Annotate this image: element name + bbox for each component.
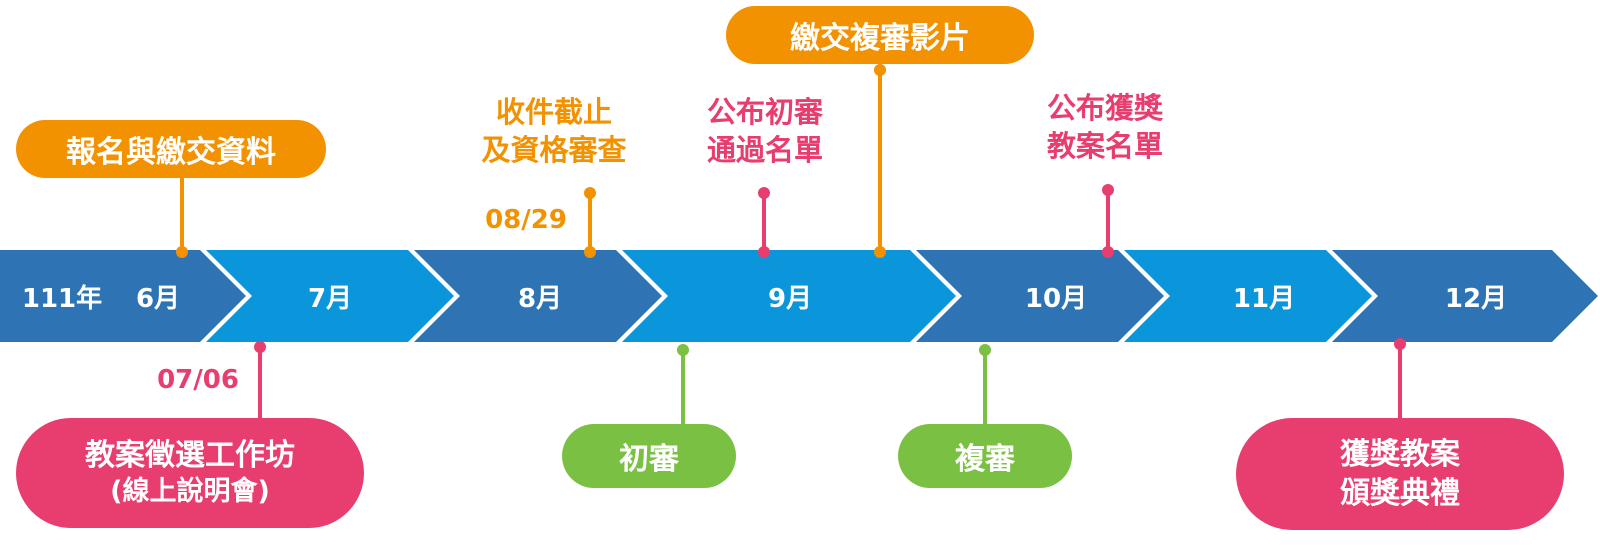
- workshop-line1: 教案徵選工作坊: [85, 438, 295, 474]
- deadline-line2: 及資格審查: [481, 132, 627, 167]
- workshop-date: 07/06: [157, 365, 239, 395]
- month-arrows: [0, 250, 1598, 342]
- connector-ceremony: [1394, 338, 1406, 420]
- announce-first-line2: 通過名單: [706, 132, 823, 167]
- ceremony-line1: 獲獎教案: [1340, 437, 1460, 472]
- month-label-10: 10月: [1024, 284, 1088, 314]
- second-review-pill: 複審: [898, 424, 1072, 488]
- connector-registration: [176, 176, 188, 258]
- arrow-segment-9: [622, 250, 956, 342]
- arrow-segment-10: [916, 250, 1164, 342]
- ceremony-pill: 獲獎教案 頒獎典禮: [1236, 418, 1564, 530]
- announce-award-line2: 教案名單: [1046, 128, 1163, 163]
- month-label-9: 9月: [767, 284, 813, 314]
- arrow-segment-7: [206, 250, 454, 342]
- connector-announce-award: [1102, 184, 1114, 258]
- submit-video-pill: 繳交複審影片: [726, 6, 1034, 64]
- deadline-line1: 收件截止: [495, 95, 612, 129]
- month-label-7: 7月: [307, 284, 353, 314]
- registration-pill: 報名與繳交資料: [16, 120, 326, 178]
- announce-award-line1: 公布獲獎: [1046, 91, 1163, 125]
- connector-announce-first: [758, 187, 770, 258]
- arrow-segment-11: [1124, 250, 1372, 342]
- arrow-segment-8: [414, 250, 662, 342]
- announce-first-line1: 公布初審: [706, 95, 823, 129]
- arrow-segment-6: [0, 250, 246, 342]
- connector-submit-video: [874, 64, 886, 258]
- deadline-date: 08/29: [485, 205, 567, 235]
- connector-deadline: [584, 187, 596, 258]
- year-label: 111年: [21, 284, 103, 314]
- connector-workshop: [254, 341, 266, 420]
- month-label-11: 11月: [1232, 284, 1296, 314]
- arrow-segment-12: [1332, 250, 1598, 342]
- connector-second-review: [979, 344, 991, 424]
- announce-award-label: 公布獲獎 教案名單: [1030, 90, 1180, 165]
- workshop-pill: 教案徵選工作坊 (線上說明會): [16, 418, 364, 528]
- month-label-8: 8月: [517, 284, 563, 314]
- ceremony-line2: 頒獎典禮: [1340, 476, 1460, 511]
- deadline-label: 收件截止 及資格審查: [462, 94, 646, 169]
- announce-first-label: 公布初審 通過名單: [690, 94, 840, 169]
- month-label-6: 6月: [135, 284, 181, 314]
- first-review-pill: 初審: [562, 424, 736, 488]
- month-label-12: 12月: [1444, 284, 1508, 314]
- workshop-line2: (線上說明會): [110, 475, 270, 507]
- connector-first-review: [677, 344, 689, 424]
